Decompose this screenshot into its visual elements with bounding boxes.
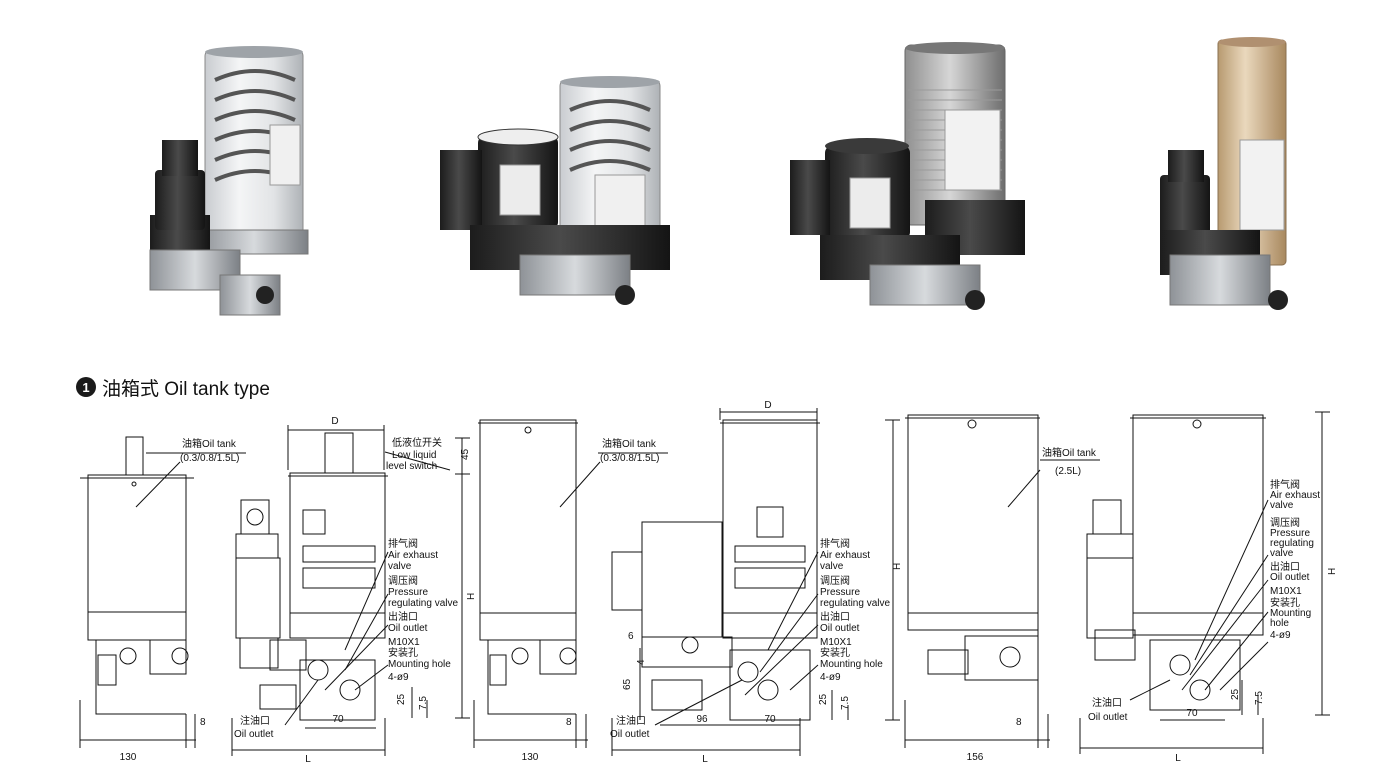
- oil-tank-outline: [87, 474, 187, 613]
- dim-L-1: L: [305, 754, 311, 765]
- dim-70-1: 70: [332, 714, 344, 725]
- label-m10-3: M10X1: [1270, 586, 1302, 597]
- dim-8-3: 8: [1016, 717, 1022, 728]
- label-oil-tank-1: 油箱Oil tank: [182, 437, 237, 450]
- label-outlet-cn-2: 出油口: [820, 610, 850, 623]
- dim-45: 45: [460, 448, 471, 460]
- label-oil-tank-2: 油箱Oil tank: [602, 437, 657, 450]
- drawing-6-front-view-large: [1079, 411, 1330, 754]
- label-low-level-en1: Low liquid: [392, 450, 436, 461]
- photo-pump-4: [1160, 37, 1288, 310]
- dim-H-2: H: [892, 563, 903, 570]
- label-air-exhaust-cn-1: 排气阀: [388, 537, 418, 550]
- label-capacity-3: (2.5L): [1055, 466, 1081, 477]
- photo-pump-1: [149, 46, 309, 316]
- label-outlet-en-3: Oil outlet: [1270, 572, 1310, 583]
- photo-pump-3: [790, 42, 1025, 310]
- label-pressure-en3-3: valve: [1270, 548, 1294, 559]
- label-mounting-en-1: Mounting hole: [388, 659, 451, 670]
- dim-D-1: D: [331, 416, 338, 427]
- technical-drawings: 油箱Oil tank (0.3/0.8/1.5L) 130 8 D 低液位开关 …: [79, 400, 1338, 765]
- label-inlet-en-2: Oil outlet: [610, 729, 650, 740]
- label-oil-tank-3: 油箱Oil tank: [1042, 446, 1097, 459]
- label-mounting-qty-1: 4-ø9: [388, 672, 409, 683]
- label-mounting-qty-2: 4-ø9: [820, 672, 841, 683]
- dim-7-5-2: 7.5: [840, 696, 851, 710]
- label-pressure-en2-1: regulating valve: [388, 598, 458, 609]
- label-outlet-cn-1: 出油口: [388, 610, 418, 623]
- product-photos: [149, 37, 1288, 316]
- dim-70-2: 70: [764, 714, 776, 725]
- dim-70-3: 70: [1186, 708, 1198, 719]
- dim-L-3: L: [1175, 753, 1181, 764]
- drawing-4-front-view-motor: [611, 408, 900, 756]
- label-m10-1: M10X1: [388, 637, 420, 648]
- dim-25-2: 25: [818, 693, 829, 705]
- label-pressure-cn-2: 调压阀: [820, 574, 850, 587]
- label-inlet-cn-1: 注油口: [240, 714, 270, 727]
- label-air-exhaust-cn-3: 排气阀: [1270, 478, 1300, 491]
- label-air-exhaust-en2-3: valve: [1270, 500, 1294, 511]
- dim-130-1: 130: [120, 752, 137, 763]
- label-inlet-cn-3: 注油口: [1092, 696, 1122, 709]
- label-air-exhaust-en1-1: Air exhaust: [388, 550, 438, 561]
- dim-8-2: 8: [566, 717, 572, 728]
- section-number: 1: [76, 377, 96, 397]
- leader-arrow-1: [135, 461, 181, 508]
- photo-pump-2: [440, 76, 670, 305]
- dim-130-2: 130: [522, 752, 539, 763]
- dim-7-5-3: 7.5: [1254, 691, 1265, 705]
- label-pressure-en1-3: Pressure: [1270, 528, 1310, 539]
- dim-H-1: H: [466, 593, 477, 600]
- label-mounting-en-2: Mounting hole: [820, 659, 883, 670]
- dim-4: 4: [636, 659, 647, 665]
- dim-96: 96: [696, 714, 708, 725]
- dim-25-3: 25: [1230, 688, 1241, 700]
- label-pressure-cn-3: 调压阀: [1270, 516, 1300, 529]
- dim-7-5-1: 7.5: [418, 696, 429, 710]
- dim-156: 156: [967, 752, 984, 763]
- drawing-2-front-view: [231, 425, 470, 756]
- label-mounting-cn-2: 安装孔: [820, 646, 850, 659]
- label-inlet-cn-2: 注油口: [616, 714, 646, 727]
- label-capacity-2: (0.3/0.8/1.5L): [600, 453, 659, 464]
- label-mounting-en2-3: hole: [1270, 618, 1289, 629]
- dim-25-1: 25: [396, 693, 407, 705]
- label-mounting-cn-1: 安装孔: [388, 646, 418, 659]
- drawing-1-side-view: [79, 436, 246, 748]
- drawing-3-side-view: [473, 419, 668, 748]
- label-outlet-cn-3: 出油口: [1270, 560, 1300, 573]
- dim-6: 6: [628, 631, 634, 642]
- dim-8-1: 8: [200, 717, 206, 728]
- label-capacity-1: (0.3/0.8/1.5L): [180, 453, 239, 464]
- label-mounting-en1-3: Mounting: [1270, 608, 1311, 619]
- label-m10-2: M10X1: [820, 637, 852, 648]
- section-title: 油箱式 Oil tank type: [102, 378, 270, 400]
- label-air-exhaust-en1-3: Air exhaust: [1270, 490, 1320, 501]
- dim-65: 65: [622, 678, 633, 690]
- label-pressure-en2-2: regulating valve: [820, 598, 890, 609]
- level-switch-stem: [125, 436, 144, 476]
- dim-H-3: H: [1327, 568, 1338, 575]
- section-header: 1 油箱式 Oil tank type: [76, 373, 270, 401]
- label-inlet-en-1: Oil outlet: [234, 729, 274, 740]
- label-mounting-qty-3: 4-ø9: [1270, 630, 1291, 641]
- label-pressure-cn-1: 调压阀: [388, 574, 418, 587]
- label-outlet-en-2: Oil outlet: [820, 623, 860, 634]
- drawing-5-side-view-large: [904, 414, 1100, 748]
- label-pressure-en1-1: Pressure: [388, 587, 428, 598]
- label-air-exhaust-en2-1: valve: [388, 561, 412, 572]
- label-mounting-cn-3: 安装孔: [1270, 596, 1300, 609]
- label-outlet-en-1: Oil outlet: [388, 623, 428, 634]
- label-air-exhaust-en2-2: valve: [820, 561, 844, 572]
- dim-D-2: D: [764, 400, 771, 411]
- label-low-level-cn: 低液位开关: [392, 436, 442, 449]
- label-air-exhaust-en1-2: Air exhaust: [820, 550, 870, 561]
- label-low-level-en2: level switch: [386, 461, 437, 472]
- dim-L-2: L: [702, 754, 708, 765]
- label-inlet-en-3: Oil outlet: [1088, 712, 1128, 723]
- label-air-exhaust-cn-2: 排气阀: [820, 537, 850, 550]
- label-pressure-en1-2: Pressure: [820, 587, 860, 598]
- label-pressure-en2-3: regulating: [1270, 538, 1314, 549]
